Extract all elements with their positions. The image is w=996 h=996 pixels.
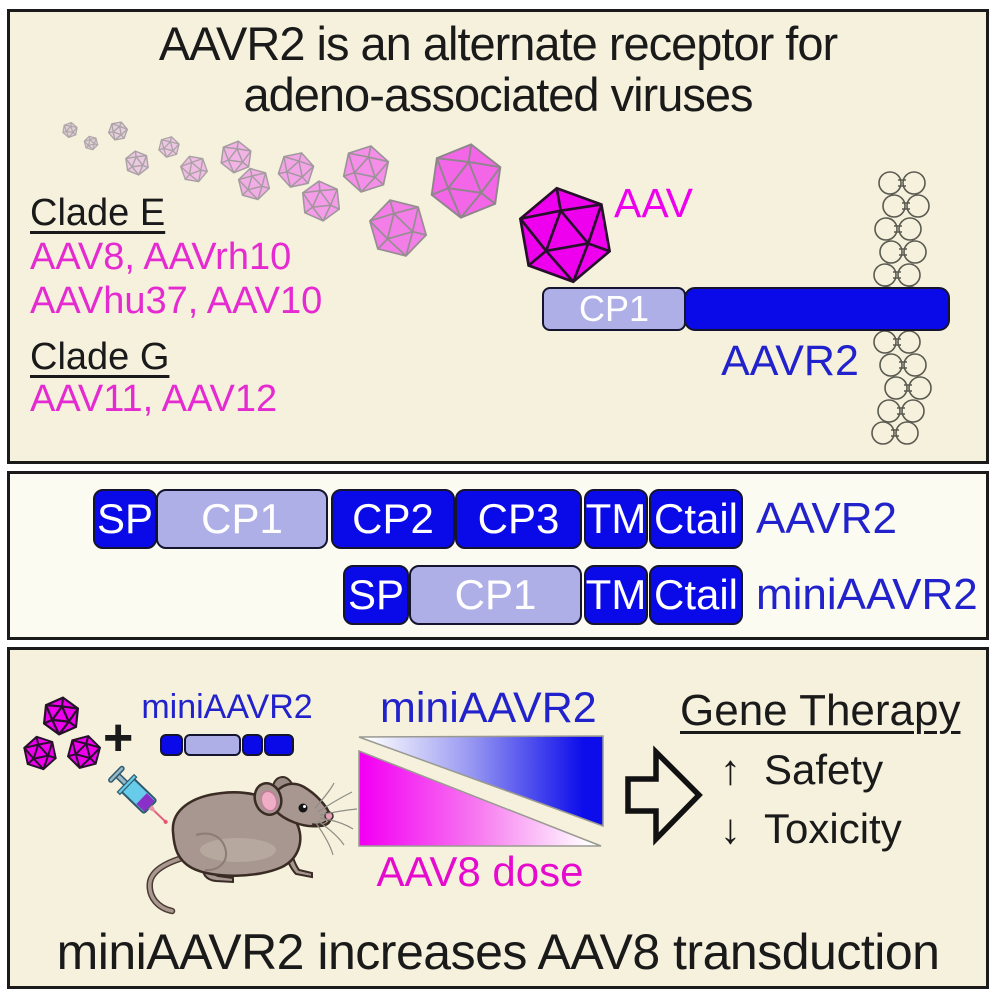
- domain-label: CP1: [201, 495, 283, 542]
- top-panel: [7, 9, 989, 464]
- domain-label: SP: [347, 571, 405, 618]
- page-title: AAVR2 is an alternate receptor for adeno…: [0, 18, 996, 120]
- aavr2-domain-ctail: Ctail: [649, 489, 743, 549]
- construct-segment-cp1: [184, 734, 241, 756]
- safety-label: Safety: [764, 746, 884, 793]
- receptor-cp1-domain: CP1: [542, 287, 686, 331]
- title-line2: adeno-associated viruses: [243, 68, 754, 121]
- receptor-body-bar: [684, 287, 950, 331]
- clade-e-heading: Clade E: [30, 192, 166, 234]
- gradient-top-label: miniAAVR2: [380, 684, 597, 732]
- domain-label: TM: [585, 495, 647, 542]
- clade-e-serotypes-2: AAVhu37, AAV10: [30, 280, 323, 322]
- clade-g-serotypes: AAV11, AAV12: [30, 378, 278, 420]
- domain-label: CP2: [352, 495, 434, 542]
- down-arrow-icon: ↓: [720, 805, 741, 852]
- up-arrow-icon: ↑: [720, 746, 741, 793]
- aav-virus-label: AAV: [614, 180, 693, 226]
- safety-line: ↑ Safety: [720, 746, 884, 793]
- bottom-headline: miniAAVR2 increases AAV8 transduction: [56, 924, 940, 980]
- construct-label: miniAAVR2: [141, 688, 313, 726]
- toxicity-line: ↓ Toxicity: [720, 805, 902, 852]
- aavr2-domain-cp3: CP3: [455, 489, 582, 549]
- receptor-cp1-label: CP1: [578, 288, 650, 329]
- construct-segment-tm: [242, 734, 263, 756]
- mini-domain-ctail: Ctail: [649, 565, 743, 625]
- mini-domain-cp1: CP1: [409, 565, 582, 625]
- domain-label: CP3: [477, 495, 560, 542]
- mini-domain-sp: SP: [343, 565, 409, 625]
- mini-domain-tm: TM: [584, 565, 648, 625]
- construct-segment-ctail: [264, 734, 294, 756]
- title-line1: AAVR2 is an alternate receptor for: [158, 17, 838, 70]
- domain-label: CP1: [454, 571, 537, 618]
- gene-therapy-heading: Gene Therapy: [680, 686, 961, 735]
- aavr2-domain-cp1: CP1: [156, 489, 328, 549]
- clade-e-serotypes-1: AAV8, AAVrh10: [30, 236, 292, 278]
- gradient-bottom-label: AAV8 dose: [376, 848, 584, 895]
- clade-g-heading: Clade G: [30, 336, 170, 378]
- toxicity-label: Toxicity: [764, 805, 902, 852]
- domain-label: Ctail: [653, 495, 739, 542]
- aavr2-domain-cp2: CP2: [331, 489, 455, 549]
- construct-segment-sp: [160, 734, 183, 756]
- domain-label: Ctail: [653, 571, 739, 618]
- aavr2-domain-tm: TM: [584, 489, 648, 549]
- aavr2-domain-sp: SP: [93, 489, 157, 549]
- plus-sign: +: [103, 709, 134, 767]
- mini-row-label: miniAAVR2: [756, 570, 978, 619]
- aavr2-row-label: AAVR2: [756, 494, 898, 543]
- domain-label: SP: [96, 495, 154, 542]
- receptor-name-label: AAVR2: [721, 337, 859, 385]
- domain-label: TM: [585, 571, 647, 618]
